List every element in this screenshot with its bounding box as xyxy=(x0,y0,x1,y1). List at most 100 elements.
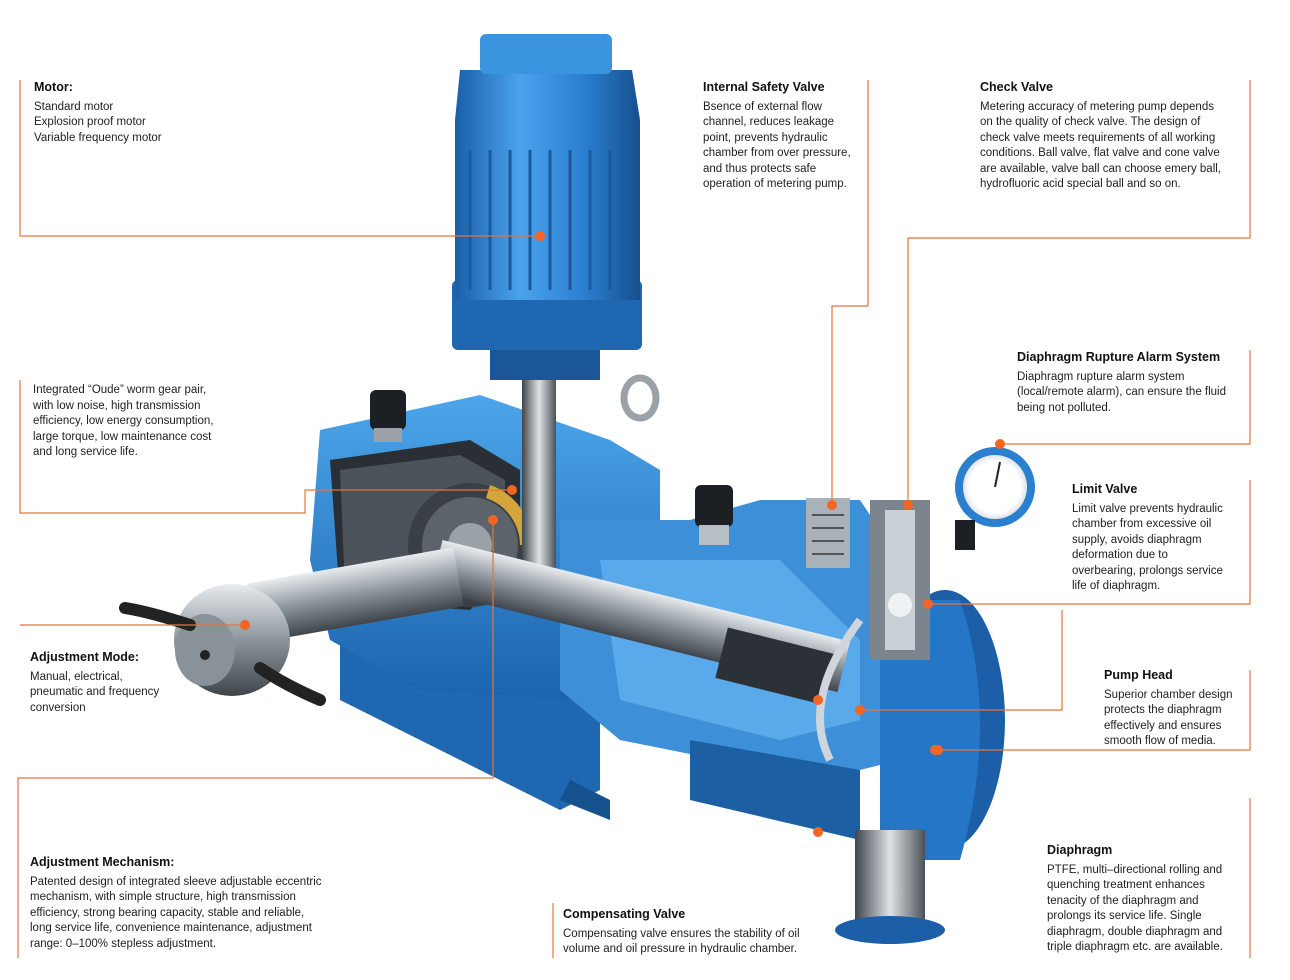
callout-line: check valve meets requirements of all wo… xyxy=(980,131,1216,144)
lifting-eye xyxy=(620,374,660,422)
callout-line: long service life, convenience maintenan… xyxy=(30,922,312,934)
callout-line: Manual, electrical, xyxy=(30,670,123,683)
callout-line: supply, avoids diaphragm xyxy=(1072,533,1202,546)
callout-line: smooth flow of media. xyxy=(1104,735,1216,747)
leader-adjustment-mechanism xyxy=(17,520,494,958)
pump-illustration xyxy=(119,34,1035,944)
callout-line: triple diaphragm etc. are available. xyxy=(1047,941,1223,953)
callout-line: pneumatic and frequency xyxy=(30,686,160,698)
callout-line: channel, reduces leakage xyxy=(703,116,835,128)
callout-worm-gear: Integrated “Oude” worm gear pair, with l… xyxy=(33,383,293,461)
knob-middle xyxy=(695,485,733,527)
callout-line: Variable frequency motor xyxy=(34,131,162,144)
callout-line: conditions. Ball valve, flat valve and c… xyxy=(980,147,1220,159)
dot-pump-head xyxy=(933,745,943,755)
callout-line: large torque, low maintenance cost xyxy=(33,430,212,443)
callout-line: efficiency, low energy consumption, xyxy=(33,415,214,427)
dot-diaphragm-rupture xyxy=(995,439,1005,449)
leader-motor xyxy=(19,80,540,237)
callout-title: Diaphragm Rupture Alarm System xyxy=(1017,350,1221,364)
dot-motor xyxy=(535,231,545,241)
callout-limit-valve: Limit Valve Limit valve prevents hydraul… xyxy=(1072,482,1247,595)
leader-pump-head xyxy=(938,670,1251,751)
worm-shaft xyxy=(522,360,556,590)
callout-line: mechanism, with simple structure, high t… xyxy=(30,891,296,903)
callout-line: volume and oil pressure in hydraulic cha… xyxy=(563,943,797,955)
dot-limit-valve xyxy=(923,599,933,609)
dot-diaphragm xyxy=(813,695,823,705)
dot-pump-head-inner xyxy=(855,705,865,715)
callout-diaphragm-rupture-alarm: Diaphragm Rupture Alarm System Diaphragm… xyxy=(1017,350,1247,416)
callout-line: on the quality of check valve. The desig… xyxy=(980,116,1201,128)
callout-line: Bsence of external flow xyxy=(703,100,822,113)
callout-line: are available, valve ball can choose eme… xyxy=(980,162,1221,175)
callout-check-valve: Check Valve Metering accuracy of meterin… xyxy=(980,80,1245,193)
callout-line: hydrofluoric acid special ball and so on… xyxy=(980,178,1181,190)
dot-adjustment-mode xyxy=(240,620,250,630)
callout-line: overbearing, prolongs service xyxy=(1072,564,1223,577)
dot-check-valve xyxy=(903,500,913,510)
motor-body xyxy=(455,70,640,300)
callout-adjustment-mode: Adjustment Mode: Manual, electrical, pne… xyxy=(30,650,230,716)
leader-gear xyxy=(19,380,512,514)
callout-internal-safety-valve: Internal Safety Valve Bsence of external… xyxy=(703,80,868,193)
leader-limit-valve xyxy=(928,480,1251,605)
adjustment-handle-left xyxy=(119,602,196,631)
callout-line: being not polluted. xyxy=(1017,401,1111,414)
dot-internal-safety-valve xyxy=(827,500,837,510)
callout-pump-head: Pump Head Superior chamber design protec… xyxy=(1104,668,1249,750)
callout-motor: Motor: Standard motor Explosion proof mo… xyxy=(34,80,294,146)
callout-line: conversion xyxy=(30,701,86,714)
safety-valve xyxy=(806,498,850,568)
callout-line: and thus protects safe xyxy=(703,162,817,175)
callout-line: chamber from excessive oil xyxy=(1072,518,1212,530)
callout-line: range: 0–100% stepless adjustment. xyxy=(30,937,217,950)
callout-line: operation of metering pump. xyxy=(703,178,847,190)
leader-lines xyxy=(17,80,1251,958)
adjustment-shaft xyxy=(246,547,464,643)
callout-line: efficiency, strong bearing capacity, sta… xyxy=(30,906,305,919)
callout-line: diaphragm, double diaphragm and xyxy=(1047,925,1223,938)
callout-title: Limit Valve xyxy=(1072,482,1138,496)
callout-line: deformation due to xyxy=(1072,549,1168,561)
outlet-pipe xyxy=(855,830,925,930)
callout-title: Compensating Valve xyxy=(563,907,686,921)
callout-line: Explosion proof motor xyxy=(34,116,146,128)
callout-title: Pump Head xyxy=(1104,668,1173,682)
callout-line: life of diaphragm. xyxy=(1072,580,1161,592)
callout-line: tenacity of the diaphragm and xyxy=(1047,894,1199,907)
callout-line: Integrated “Oude” worm gear pair, xyxy=(33,384,207,396)
dot-gear xyxy=(507,485,517,495)
callout-line: point, prevents hydraulic xyxy=(703,131,828,144)
callout-line: Limit valve prevents hydraulic xyxy=(1072,502,1223,515)
callout-line: Superior chamber design xyxy=(1104,688,1233,701)
callout-diaphragm: Diaphragm PTFE, multi–directional rollin… xyxy=(1047,843,1247,956)
callout-line: and long service life. xyxy=(33,446,138,458)
diaphragm-element xyxy=(816,617,864,762)
callout-line: PTFE, multi–directional rolling and xyxy=(1047,863,1223,876)
callout-title: Internal Safety Valve xyxy=(703,80,825,94)
knob-top-left xyxy=(370,390,406,430)
callout-dots xyxy=(240,231,1005,837)
callout-line: (local/remote alarm), can ensure the flu… xyxy=(1017,386,1227,398)
callout-line: protects the diaphragm xyxy=(1104,704,1222,716)
callout-line: chamber from over pressure, xyxy=(703,147,851,159)
callout-line: effectively and ensures xyxy=(1104,719,1222,732)
callout-adjustment-mechanism: Adjustment Mechanism: Patented design of… xyxy=(30,855,360,952)
callout-line: Standard motor xyxy=(34,100,114,113)
callout-line: Compensating valve ensures the stability… xyxy=(563,927,800,940)
callout-line: Diaphragm rupture alarm system xyxy=(1017,370,1185,383)
dot-adjustment-mechanism xyxy=(488,515,498,525)
adjustment-handle-right xyxy=(254,662,326,706)
callout-title: Check Valve xyxy=(980,80,1053,94)
callout-line: quenching treatment enhances xyxy=(1047,879,1205,891)
callout-title: Motor: xyxy=(34,80,73,94)
leader-pump-head-inner xyxy=(860,610,1063,711)
callout-line: prolongs its service life. Single xyxy=(1047,910,1202,922)
dot-compensating-valve xyxy=(813,827,823,837)
callout-line: Patented design of integrated sleeve adj… xyxy=(30,875,322,888)
callout-title: Diaphragm xyxy=(1047,843,1113,857)
leader-diaphragm-rupture xyxy=(1000,350,1251,445)
callout-title: Adjustment Mode: xyxy=(30,650,140,664)
